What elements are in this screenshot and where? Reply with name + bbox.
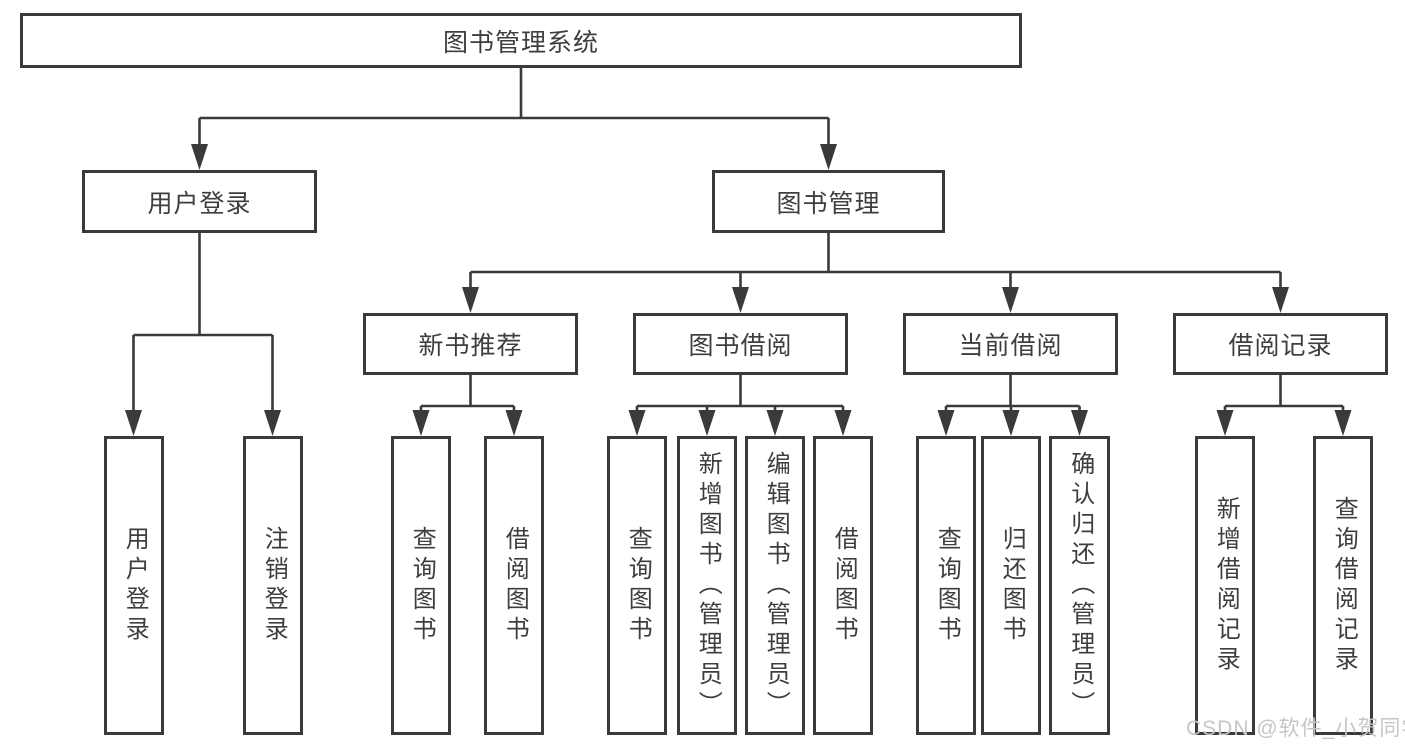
leaf-label: 新增图书（管理员）: [694, 450, 722, 721]
node-label: 新书推荐: [418, 332, 523, 360]
node-label: 借阅记录: [1228, 332, 1333, 360]
csdn-watermark: CSDN @软件_小贺同学: [1186, 717, 1405, 740]
leaf-current-query-books: 查询图书: [916, 436, 976, 735]
leaf-record-add-borrow-record: 新增借阅记录: [1195, 436, 1255, 735]
node-label: 图书管理系统: [442, 28, 599, 57]
leaf-label: 查询图书: [933, 525, 961, 646]
node-label: 当前借阅: [958, 332, 1063, 360]
node-label: 图书管理: [776, 189, 881, 218]
node-label: 图书借阅: [688, 332, 793, 360]
leaf-borrow-edit-books-admin: 编辑图书（管理员）: [745, 436, 805, 735]
leaf-label: 查询图书: [408, 525, 436, 646]
leaf-newbook-borrow-books: 借阅图书: [484, 436, 544, 735]
leaf-label: 用户登录: [121, 525, 149, 646]
node-new-book-recommend: 新书推荐: [363, 313, 578, 375]
leaf-logout: 注销登录: [243, 436, 303, 735]
leaf-label: 归还图书: [998, 525, 1026, 646]
leaf-record-query-borrow-record: 查询借阅记录: [1313, 436, 1373, 735]
node-current-borrowing: 当前借阅: [903, 313, 1118, 375]
leaf-borrow-add-books-admin: 新增图书（管理员）: [677, 436, 737, 735]
leaf-label: 新增借阅记录: [1212, 495, 1240, 676]
leaf-borrow-borrow-books: 借阅图书: [813, 436, 873, 735]
node-root-library-system: 图书管理系统: [20, 13, 1022, 68]
leaf-label: 查询图书: [624, 525, 652, 646]
leaf-user-login: 用户登录: [104, 436, 164, 735]
leaf-label: 确认归还（管理员）: [1066, 450, 1094, 721]
leaf-label: 注销登录: [260, 525, 288, 646]
leaf-newbook-query-books: 查询图书: [391, 436, 451, 735]
leaf-borrow-query-books: 查询图书: [607, 436, 667, 735]
node-book-borrowing: 图书借阅: [633, 313, 848, 375]
leaf-current-confirm-return-admin: 确认归还（管理员）: [1049, 436, 1110, 735]
node-book-management: 图书管理: [712, 170, 945, 233]
node-label: 用户登录: [147, 189, 252, 218]
leaf-label: 借阅图书: [830, 525, 858, 646]
leaf-label: 查询借阅记录: [1330, 495, 1358, 676]
leaf-current-return-books: 归还图书: [981, 436, 1041, 735]
leaf-label: 编辑图书（管理员）: [762, 450, 790, 721]
node-borrowing-records: 借阅记录: [1173, 313, 1388, 375]
node-user-login: 用户登录: [82, 170, 317, 233]
leaf-label: 借阅图书: [501, 525, 529, 646]
